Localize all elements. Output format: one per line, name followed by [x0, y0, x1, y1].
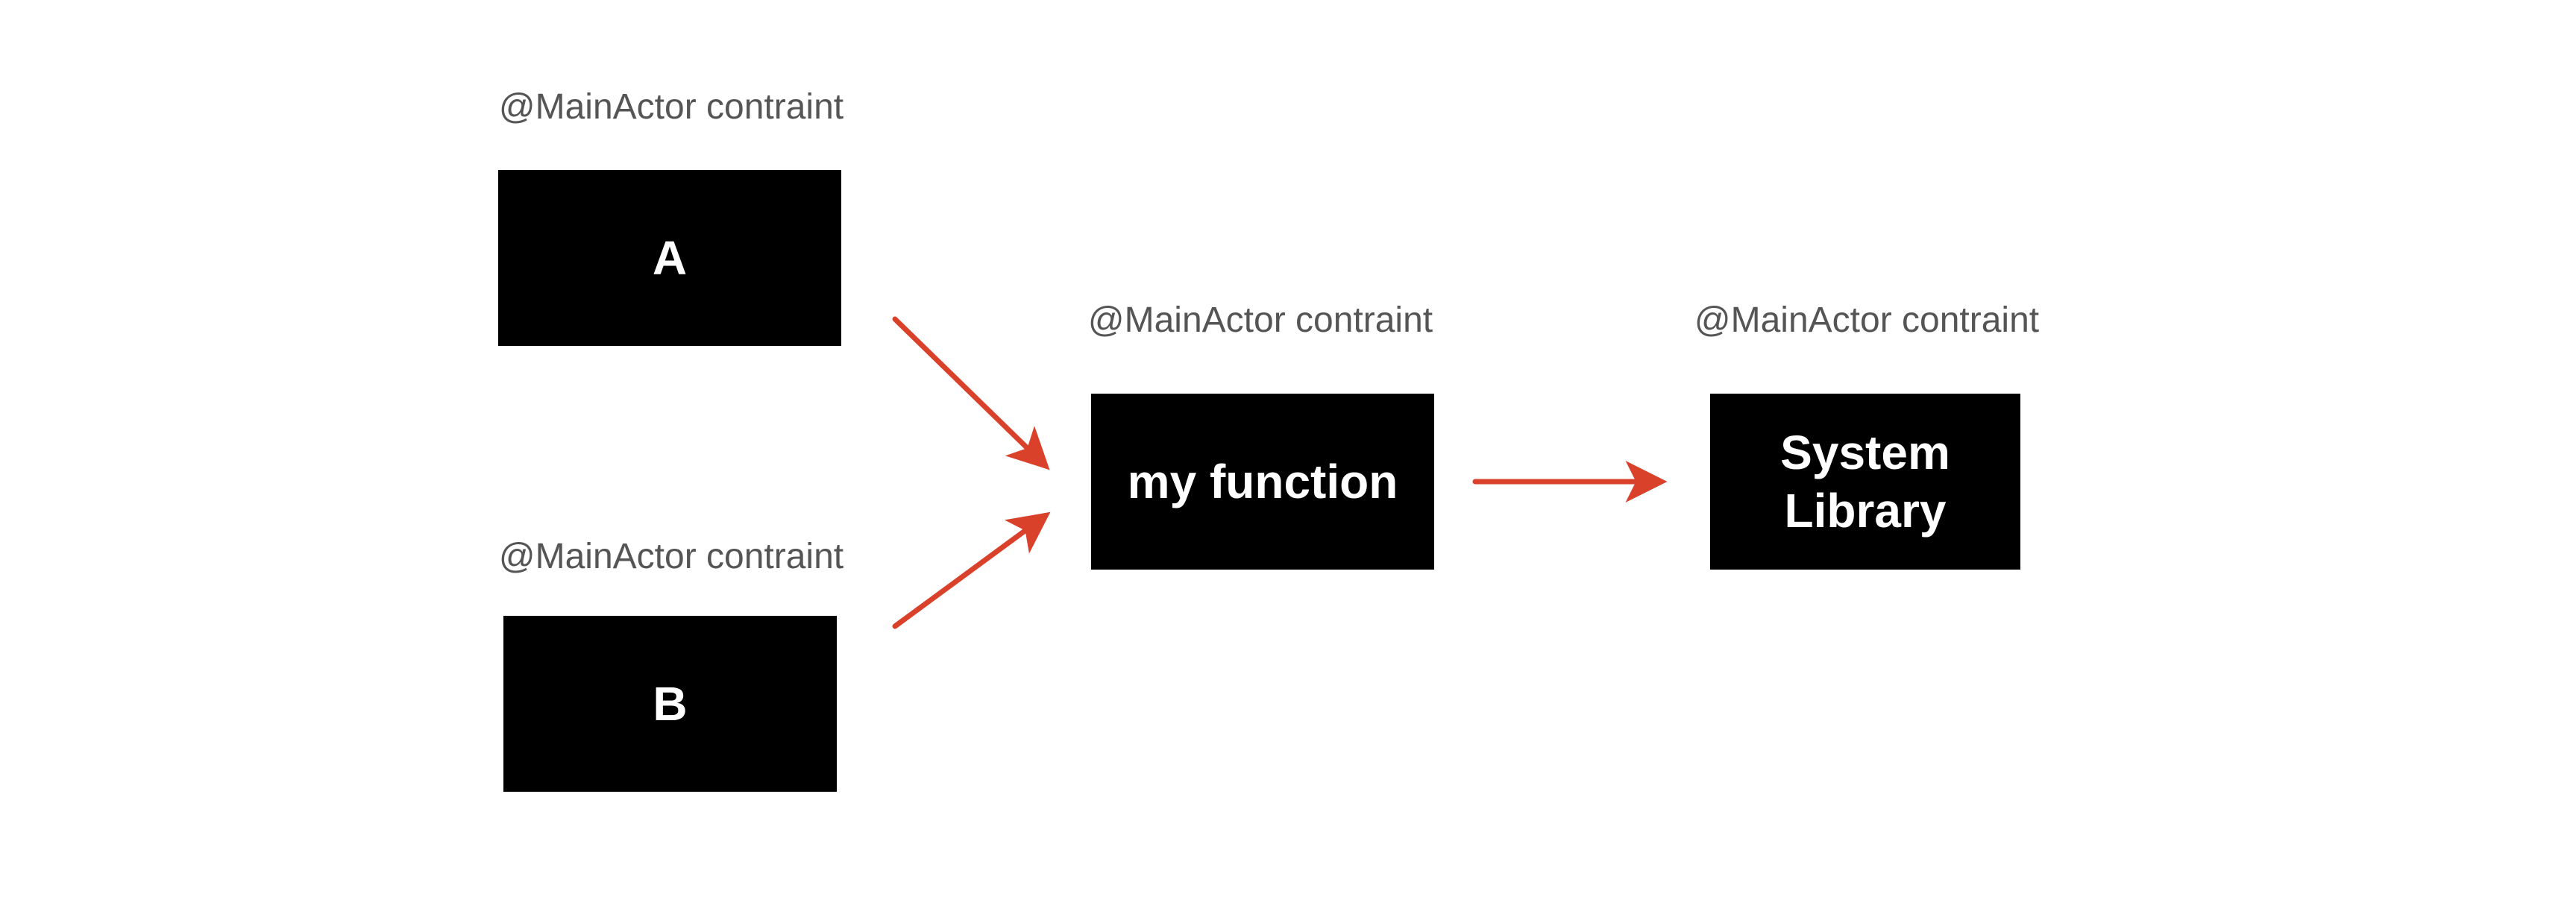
node-a: A [498, 170, 841, 346]
caption-my-function: @MainActor contraint [1087, 300, 1433, 340]
node-b-label: B [653, 677, 688, 731]
node-b: B [503, 616, 837, 792]
edge-b-to-my-function [892, 511, 1051, 629]
caption-system-library: @MainActor contraint [1694, 300, 2040, 340]
node-system-library: System Library [1710, 394, 2020, 570]
node-a-label: A [652, 231, 688, 285]
caption-a: @MainActor contraint [498, 87, 844, 127]
node-my-function-label: my function [1127, 455, 1398, 508]
edge-a-to-my-function [892, 316, 1050, 470]
caption-b: @MainActor contraint [498, 537, 844, 576]
node-my-function: my function [1091, 394, 1434, 570]
node-system-library-label: System Library [1780, 426, 1950, 538]
